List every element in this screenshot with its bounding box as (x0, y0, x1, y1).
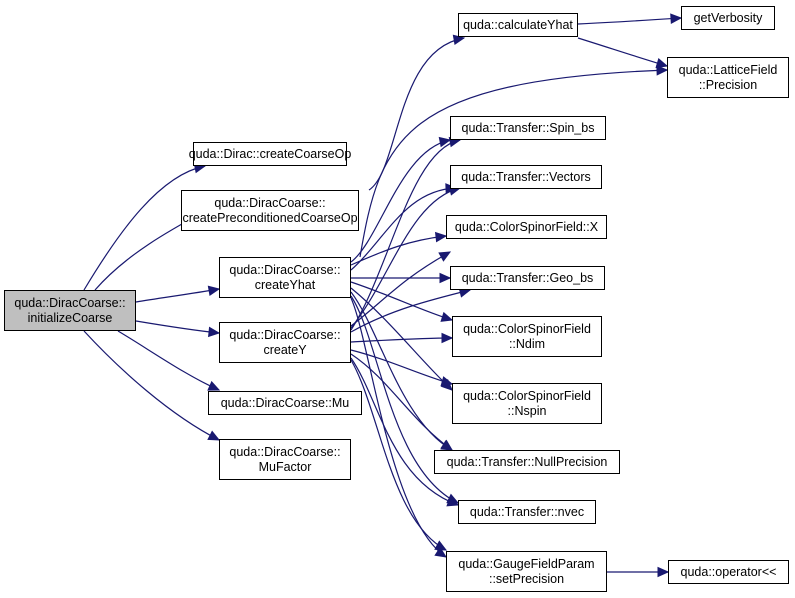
node-transfer-spin-bs[interactable]: quda::Transfer::Spin_bs (450, 116, 606, 140)
node-label-line: quda::DiracCoarse:: (229, 444, 341, 459)
node-initialize-coarse: quda::DiracCoarse:: initializeCoarse (4, 290, 136, 331)
node-create-coarse-op[interactable]: quda::Dirac::createCoarseOp (189, 142, 351, 166)
edge-calcyhat-precision-arrowhead (655, 57, 669, 69)
edge-yhat-spinbs-arrowhead (438, 136, 452, 148)
node-create-y[interactable]: quda::DiracCoarse:: createY (219, 322, 351, 363)
node-label-line: initializeCoarse (27, 310, 113, 325)
edge-y-csfx (350, 251, 451, 327)
edge-yhat-latticeprec-arrowhead (656, 65, 669, 76)
node-gauge-field-param-set-precision[interactable]: quda::GaugeFieldParam ::setPrecision (446, 551, 607, 592)
node-label-line: quda::Transfer::Spin_bs (461, 120, 595, 135)
edge-y-ndim-arrowhead (441, 332, 454, 344)
edge-y-spinbs (350, 139, 461, 331)
edge-y-setprec (350, 359, 447, 551)
node-label-line: createPreconditionedCoarseOp (182, 210, 358, 225)
node-label-line: quda::Transfer::NullPrecision (446, 454, 608, 469)
edge-yhat-setprec (350, 297, 447, 558)
node-label-line: quda::DiracCoarse:: (229, 262, 341, 277)
node-label-line: quda::ColorSpinorField::X (454, 219, 599, 234)
node-label-line: quda::LatticeField (678, 62, 778, 77)
edge-calcyhat-verbosity (577, 17, 682, 25)
node-label-line: quda::DiracCoarse:: (229, 327, 341, 342)
node-label-line: quda::Transfer::nvec (469, 504, 585, 519)
node-transfer-geo-bs[interactable]: quda::Transfer::Geo_bs (450, 266, 605, 290)
node-label-line: quda::DiracCoarse:: (14, 295, 126, 310)
node-label-line: quda::ColorSpinorField (463, 388, 591, 403)
node-label-line: quda::calculateYhat (463, 17, 573, 32)
node-create-preconditioned-coarse-op[interactable]: quda::DiracCoarse:: createPreconditioned… (181, 190, 359, 231)
edge-y-nullprec-arrowhead (440, 439, 453, 451)
edge-yhat-geobs-arrowhead (439, 272, 452, 284)
node-color-spinor-field-nspin[interactable]: quda::ColorSpinorField ::Nspin (452, 383, 602, 424)
node-label-line: quda::Dirac::createCoarseOp (188, 146, 352, 161)
node-operator-output[interactable]: quda::operator<< (668, 560, 789, 584)
edge-init-createyhat-arrowhead (207, 285, 221, 296)
edge-yhat-setprec-arrowhead (434, 546, 448, 558)
edge-init-mu (117, 330, 220, 391)
node-label-line: quda::ColorSpinorField (463, 321, 591, 336)
node-label-line: ::Ndim (508, 336, 546, 351)
edge-y-vectors (350, 187, 461, 329)
edge-init-createy (135, 320, 220, 334)
edge-y-nvec (350, 357, 459, 506)
node-mu-factor[interactable]: quda::DiracCoarse:: MuFactor (219, 439, 351, 480)
node-label-line: ::setPrecision (488, 571, 565, 586)
edge-init-mu-arrowhead (207, 380, 221, 391)
edge-yhat-nullprec (350, 291, 453, 451)
edge-yhat-ndim-arrowhead (440, 311, 454, 322)
edge-init-createcoarseop (83, 165, 206, 291)
node-label-line: quda::Transfer::Geo_bs (461, 270, 594, 285)
node-color-spinor-field-ndim[interactable]: quda::ColorSpinorField ::Ndim (452, 316, 602, 357)
node-create-yhat[interactable]: quda::DiracCoarse:: createYhat (219, 257, 351, 298)
node-mu[interactable]: quda::DiracCoarse::Mu (208, 391, 362, 415)
edge-init-createy-arrowhead (208, 326, 221, 338)
node-label-line: getVerbosity (693, 10, 763, 25)
node-label-line: createYhat (254, 277, 316, 292)
node-color-spinor-field-x[interactable]: quda::ColorSpinorField::X (446, 215, 607, 239)
node-label-line: ::Precision (698, 77, 758, 92)
node-label-line: ::Nspin (507, 403, 547, 418)
node-label-line: quda::DiracCoarse:: (214, 195, 326, 210)
edge-calcyhat-verbosity-arrowhead (670, 13, 683, 24)
edge-y-nvec-arrowhead (446, 496, 460, 507)
node-label-line: quda::operator<< (680, 564, 777, 579)
node-label-line: quda::DiracCoarse::Mu (220, 395, 350, 410)
node-get-verbosity[interactable]: getVerbosity (681, 6, 775, 30)
edge-y-setprec-arrowhead (434, 540, 448, 551)
edge-init-createyhat (135, 288, 220, 303)
node-label-line: MuFactor (258, 459, 312, 474)
edge-yhat-latticeprec (359, 69, 668, 258)
node-label-line: quda::GaugeFieldParam (458, 556, 595, 571)
node-transfer-null-precision[interactable]: quda::Transfer::NullPrecision (434, 450, 620, 474)
edge-yhat-ndim (350, 281, 453, 321)
edge-yhat-csfx-arrowhead (434, 231, 448, 243)
edge-y-csfx-arrowhead (438, 251, 452, 262)
edge-y-nspin-arrowhead (440, 376, 454, 387)
edge-calcyhat-precision (577, 37, 668, 67)
edge-y-ndim (350, 337, 453, 343)
edge-y-nspin (350, 349, 453, 385)
edge-y-geobs (350, 289, 471, 333)
node-transfer-nvec[interactable]: quda::Transfer::nvec (458, 500, 596, 524)
edge-setprec-operator-arrowhead (657, 566, 670, 578)
node-lattice-field-precision[interactable]: quda::LatticeField ::Precision (667, 57, 789, 98)
edge-yhat-csfx (350, 235, 447, 266)
node-label-line: createY (263, 342, 307, 357)
edge-init-mufactor-arrowhead (207, 430, 221, 441)
edge-yhat-vectors (350, 187, 457, 271)
node-calculate-yhat[interactable]: quda::calculateYhat (458, 13, 578, 37)
edge-y-nullprec (350, 353, 453, 451)
node-label-line: quda::Transfer::Vectors (461, 169, 591, 184)
edge-init-mufactor (83, 330, 220, 441)
node-transfer-vectors[interactable]: quda::Transfer::Vectors (450, 165, 602, 189)
edge-yhat-nvec (350, 295, 459, 504)
